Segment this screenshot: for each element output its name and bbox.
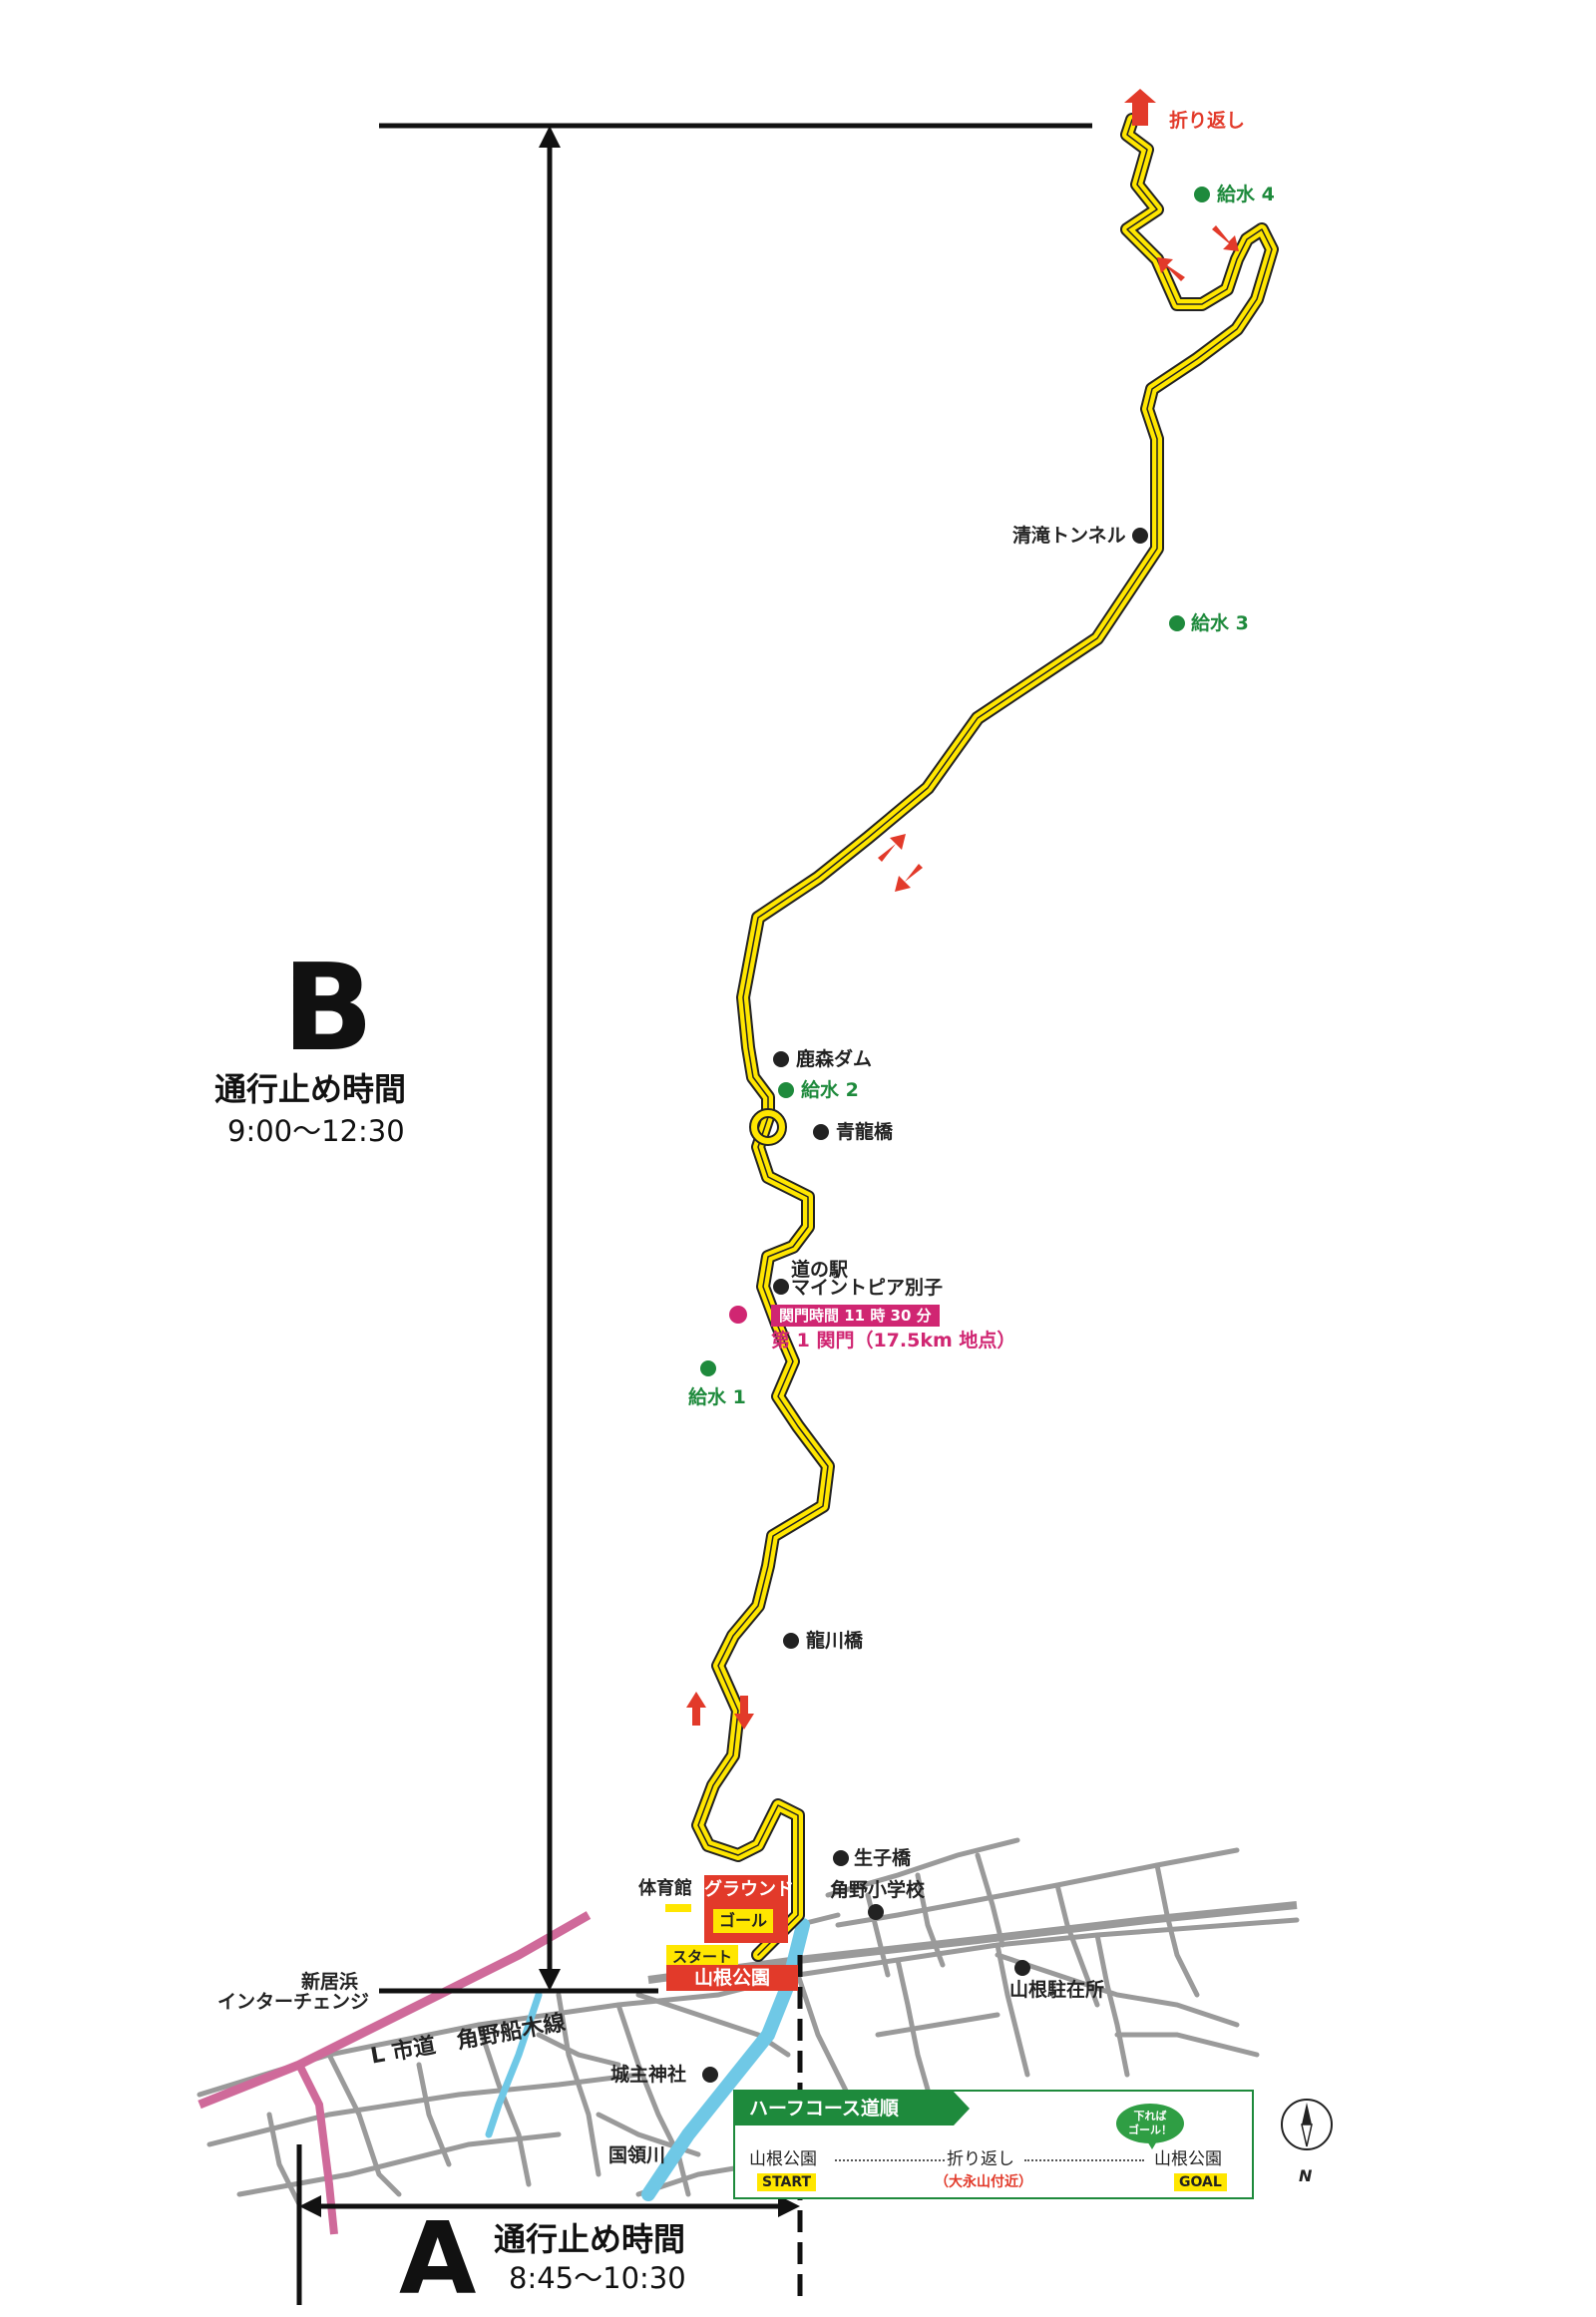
water-station-2-dot [778, 1082, 794, 1098]
police-label: 山根駐在所 [1009, 1979, 1105, 2001]
water-station-3-dot [1169, 615, 1185, 631]
compass-north-label: N [1299, 2166, 1313, 2185]
course-mid-note: （大永山付近） [935, 2174, 1032, 2190]
dam-dot [773, 1051, 789, 1067]
michinoeki-name-label: マイントピア別子 [791, 1277, 944, 1299]
gym-label: 体育館 [638, 1878, 692, 1899]
park-label: 山根公園 [666, 1965, 798, 1991]
start-tag: START [757, 2173, 817, 2191]
course-mid-label: 折り返し [947, 2149, 1014, 2169]
arrow-icon [895, 864, 923, 892]
expressway [198, 1911, 592, 2110]
zone-arrowheads [299, 126, 800, 2217]
checkpoint-dot [729, 1306, 747, 1324]
checkpoint-label: 第 1 関門（17.5km 地点） [771, 1330, 1016, 1352]
course-route [691, 113, 1279, 1962]
zone-b-title: 通行止め時間 [214, 1070, 407, 1108]
ikuko-bridge-label: 生子橋 [854, 1847, 912, 1869]
water-station-1-label: 給水 1 [688, 1386, 746, 1408]
river-label: 国領川 [608, 2144, 666, 2166]
zone-a-title: 通行止め時間 [494, 2220, 686, 2258]
checkpoint-time-badge: 関門時間 11 時 30 分 [771, 1305, 940, 1327]
ikuko-bridge-dot [833, 1850, 849, 1866]
half-course-panel: ハーフコース道順 下れば ゴール！ 山根公園 折り返し 山根公園 START （… [733, 2090, 1254, 2199]
arrow-icon [878, 834, 906, 862]
goal-tag: GOAL [1174, 2173, 1227, 2191]
goal-label: ゴール [713, 1909, 774, 1933]
school-label: 角野小学校 [830, 1879, 926, 1901]
tunnel-dot [1132, 528, 1148, 544]
zone-a-time: 8:45〜10:30 [509, 2261, 686, 2295]
goal-bubble-line2: ゴール！ [1128, 2124, 1172, 2136]
turnaround-label: 折り返し [1169, 110, 1246, 132]
course-dash-1 [835, 2159, 945, 2161]
tatsukawa-bridge-label: 龍川橋 [806, 1630, 864, 1652]
tunnel-label: 清滝トンネル [1012, 525, 1126, 547]
expressway-ramp [295, 2063, 338, 2235]
arrow-icon [1124, 89, 1156, 126]
arrow-icon [1157, 257, 1185, 281]
school-dot [868, 1904, 884, 1920]
michinoeki-label: 道の駅 [791, 1259, 849, 1281]
tatsukawa-bridge-dot [783, 1633, 799, 1649]
poi-dots [700, 187, 1210, 2083]
water-station-4-label: 給水 4 [1217, 184, 1275, 205]
water-station-3-label: 給水 3 [1191, 612, 1249, 634]
river-branch [485, 1991, 543, 2138]
interchange-label: 新居浜 [301, 1971, 359, 1993]
arrow-icon [686, 1692, 706, 1726]
police-dot [1014, 1960, 1030, 1976]
course-dash-2 [1024, 2159, 1144, 2161]
shrine-label: 城主神社 [610, 2064, 687, 2086]
arrow-icon [1212, 225, 1239, 251]
interchange-name-label: インターチェンジ [217, 1991, 370, 2013]
water-station-4-dot [1194, 187, 1210, 202]
course-from-label: 山根公園 [749, 2149, 817, 2169]
town-roads [197, 1837, 1300, 2207]
water-station-2-label: 給水 2 [801, 1079, 859, 1101]
direction-arrows [686, 89, 1239, 1730]
dam-label: 鹿森ダム [796, 1048, 873, 1070]
gym-marker [665, 1904, 691, 1912]
water-station-1-dot [700, 1360, 716, 1376]
compass-icon [1281, 2099, 1333, 2150]
arrow-icon [734, 1696, 754, 1730]
ground-label: グラウンド [704, 1879, 794, 1900]
goal-bubble-line1: 下れば [1133, 2110, 1167, 2123]
course-panel-header-tip [954, 2092, 970, 2125]
zone-b-letter: B [282, 940, 374, 1078]
bridge-dot [813, 1124, 829, 1140]
goal-bubble: 下れば ゴール！ [1116, 2104, 1184, 2149]
zone-b-time: 9:00〜12:30 [227, 1114, 405, 1148]
course-panel-header: ハーフコース道順 [735, 2092, 954, 2125]
zone-a-letter: A [399, 2200, 477, 2317]
seiryu-bridge-label: 青龍橋 [836, 1121, 894, 1143]
shrine-dot [702, 2067, 718, 2083]
course-to-label: 山根公園 [1154, 2149, 1222, 2169]
michinoeki-dot [773, 1279, 789, 1295]
